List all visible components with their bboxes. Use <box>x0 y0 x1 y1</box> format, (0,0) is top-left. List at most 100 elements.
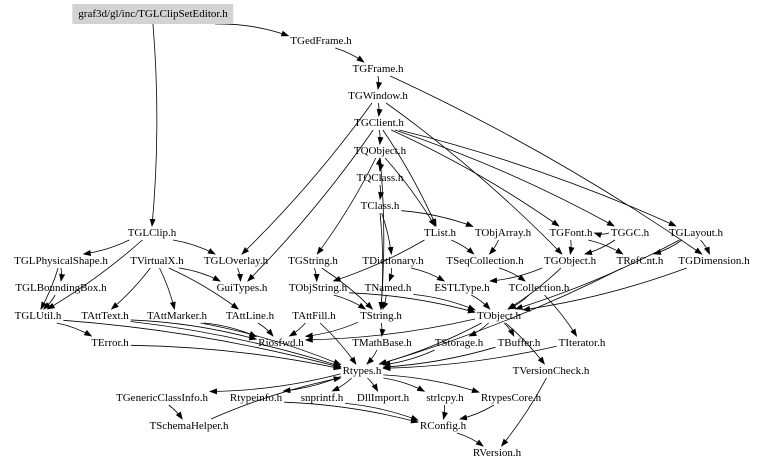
node-TRefCnt[interactable]: TRefCnt.h <box>616 255 664 267</box>
node-TGLPhysicalShape[interactable]: TGLPhysicalShape.h <box>14 255 108 267</box>
edge-TGGC-to-TGObject <box>584 239 616 255</box>
node-TGDimension[interactable]: TGDimension.h <box>678 255 750 267</box>
edge-TObject-to-TVersionCheck <box>505 322 545 365</box>
node-TCollection[interactable]: TCollection.h <box>508 282 570 294</box>
node-TIterator[interactable]: TIterator.h <box>558 337 606 349</box>
node-root-file[interactable]: graf3d/gl/inc/TGLClipSetEditor.h <box>72 4 234 24</box>
node-RtypesCore[interactable]: RtypesCore.h <box>480 392 542 404</box>
edge-TString-to-TMathBase <box>379 322 386 337</box>
node-TGLBoundingBox[interactable]: TGLBoundingBox.h <box>15 282 107 294</box>
node-TGLClip[interactable]: TGLClip.h <box>127 227 177 239</box>
node-TGFont[interactable]: TGFont.h <box>549 227 593 239</box>
edge-root-to-TGLClip <box>149 23 158 227</box>
node-GuiTypes[interactable]: GuiTypes.h <box>216 282 268 294</box>
node-TSeqCollection[interactable]: TSeqCollection.h <box>446 255 524 267</box>
node-TGenericClassInfo[interactable]: TGenericClassInfo.h <box>116 392 208 404</box>
edge-TVirtualX-to-GuiTypes <box>178 267 221 282</box>
edge-TObjString-to-TString <box>333 294 367 310</box>
node-TVirtualX[interactable]: TVirtualX.h <box>130 255 184 267</box>
node-TStorage[interactable]: TStorage.h <box>434 337 484 349</box>
node-TGObject[interactable]: TGObject.h <box>543 255 597 267</box>
edge-Rtypes-to-snprintf <box>331 377 352 392</box>
edge-strlcpy-to-RConfig <box>442 404 449 420</box>
node-TGClient[interactable]: TGClient.h <box>354 117 404 129</box>
node-TNamed[interactable]: TNamed.h <box>364 282 412 294</box>
node-TGWindow[interactable]: TGWindow.h <box>348 90 408 102</box>
edge-TAttFill-to-Riosfwd <box>288 322 306 337</box>
node-TMathBase[interactable]: TMathBase.h <box>352 337 412 349</box>
edge-TVirtualX-to-TAttText <box>110 267 151 310</box>
edge-TAttText-to-Riosfwd <box>130 319 258 341</box>
node-Rtypes[interactable]: Rtypes.h <box>342 365 382 377</box>
node-TList[interactable]: TList.h <box>423 227 457 239</box>
node-TError[interactable]: TError.h <box>91 337 129 349</box>
edge-TString-to-Riosfwd <box>304 321 359 339</box>
edge-TGLBoundingBox-to-TGLUtil <box>43 294 56 310</box>
edge-TGFrame-to-TGWindow <box>376 75 383 90</box>
node-Riosfwd[interactable]: Riosfwd.h <box>258 337 304 349</box>
node-DllImport[interactable]: DllImport.h <box>356 392 410 404</box>
edge-TGLClip-to-TGLOverlay <box>172 239 216 255</box>
node-Rtypeinfo[interactable]: Rtypeinfo.h <box>229 392 283 404</box>
node-ESTLType[interactable]: ESTLType.h <box>434 282 490 294</box>
edge-TGClient-to-TQObject <box>377 129 384 145</box>
edge-TObject-to-Rtypes <box>378 322 482 365</box>
edge-TSeqCollection-to-TCollection <box>498 267 526 282</box>
edge-TGenericClassInfo-to-TSchemaHelper <box>168 404 183 420</box>
edge-TGDimension-to-TObject <box>522 267 687 312</box>
node-TGedFrame[interactable]: TGedFrame.h <box>290 35 352 47</box>
edge-TNamed-to-TString <box>382 294 389 310</box>
edge-TVersionCheck-to-RVersion <box>500 377 547 447</box>
node-snprintf[interactable]: snprintf.h <box>300 392 344 404</box>
node-TGString[interactable]: TGString.h <box>288 255 338 267</box>
node-TString[interactable]: TString.h <box>360 310 402 322</box>
node-TGGC[interactable]: TGGC.h <box>610 227 650 239</box>
node-TDictionary[interactable]: TDictionary.h <box>362 255 424 267</box>
edge-TGLPhysicalShape-to-TGLBoundingBox <box>59 267 66 282</box>
node-TObject[interactable]: TObject.h <box>476 310 522 322</box>
edge-TGClient-to-GuiTypes <box>247 129 374 282</box>
edge-TGLClip-to-TGLPhysicalShape <box>82 239 130 256</box>
node-TQObject[interactable]: TQObject.h <box>353 145 407 157</box>
edge-TSchemaHelper-to-Rtypes <box>210 376 342 420</box>
node-TGLayout[interactable]: TGLayout.h <box>668 227 724 239</box>
edge-TGClient-to-TGGC <box>394 129 615 227</box>
edge-TObject-to-TStorage <box>468 322 489 337</box>
node-TAttLine[interactable]: TAttLine.h <box>225 310 275 322</box>
edge-TObject-to-TBuffer <box>503 322 515 337</box>
edge-TGClient-to-TList <box>382 129 437 227</box>
edge-TQObject-to-TGString <box>316 157 377 255</box>
edge-TVirtualX-to-TAttLine <box>168 267 239 310</box>
node-TGLUtil[interactable]: TGLUtil.h <box>14 310 62 322</box>
edge-TGFont-to-TRefCnt <box>588 239 624 255</box>
edge-TAttLine-to-Riosfwd <box>257 322 274 337</box>
edge-TDictionary-to-TNamed <box>388 267 395 282</box>
node-TObjString[interactable]: TObjString.h <box>288 282 348 294</box>
node-strlcpy[interactable]: strlcpy.h <box>426 392 464 404</box>
edge-TAttFill-to-Rtypes <box>319 322 357 365</box>
edge-TError-to-Rtypes <box>130 344 342 371</box>
node-RVersion[interactable]: RVersion.h <box>472 447 522 459</box>
node-TBuffer[interactable]: TBuffer.h <box>497 337 541 349</box>
node-TSchemaHelper[interactable]: TSchemaHelper.h <box>149 420 229 432</box>
edge-TGClient-to-TGLayout <box>399 129 677 227</box>
node-RConfig[interactable]: RConfig.h <box>419 420 467 432</box>
edge-TObject-to-Riosfwd <box>304 318 476 343</box>
node-TGLOverlay[interactable]: TGLOverlay.h <box>203 255 269 267</box>
node-TAttFill[interactable]: TAttFill.h <box>292 310 336 322</box>
node-TGFrame[interactable]: TGFrame.h <box>352 63 404 75</box>
node-TVersionCheck[interactable]: TVersionCheck.h <box>512 365 590 377</box>
edge-TDictionary-to-ESTLType <box>410 267 445 282</box>
edge-TGGC-to-TGFont <box>593 232 610 239</box>
edge-TIterator-to-Rtypes <box>382 345 557 372</box>
node-TAttText[interactable]: TAttText.h <box>81 310 129 322</box>
edge-TCollection-to-TObject <box>508 294 530 310</box>
edge-TGWindow-to-TGLOverlay <box>241 102 373 255</box>
node-TAttMarker[interactable]: TAttMarker.h <box>147 310 207 322</box>
node-TQClass[interactable]: TQClass.h <box>356 172 404 184</box>
edge-TList-to-TObjString <box>332 239 425 282</box>
edge-TList-to-TSeqCollection <box>451 239 475 255</box>
node-TObjArray[interactable]: TObjArray.h <box>474 227 532 239</box>
edge-TClass-to-TDictionary <box>381 212 394 255</box>
node-TClass[interactable]: TClass.h <box>360 200 400 212</box>
